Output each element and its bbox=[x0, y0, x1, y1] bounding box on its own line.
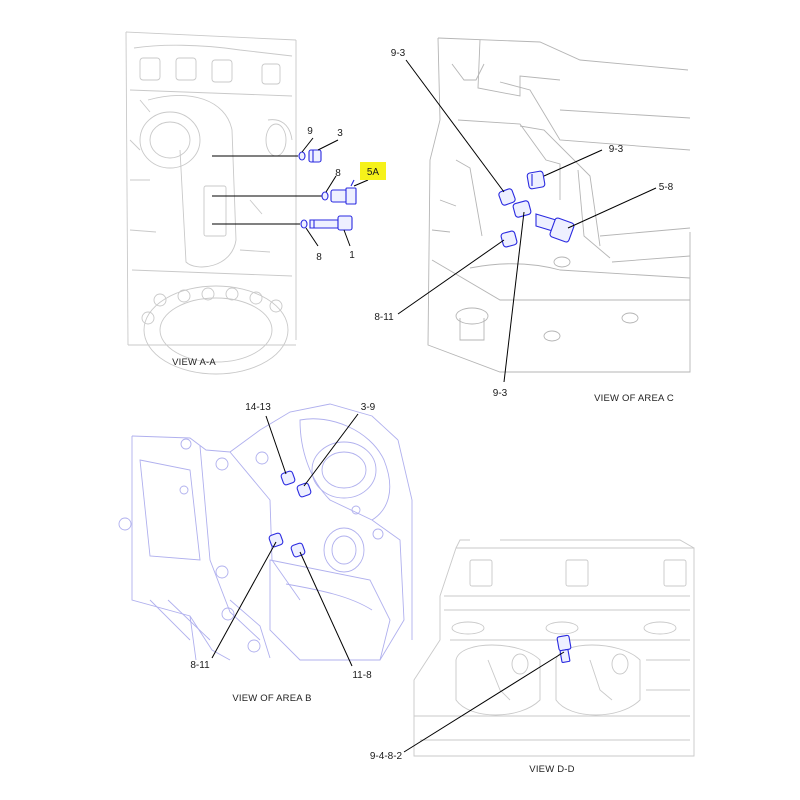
view-label-d-d: VIEW D-D bbox=[529, 764, 574, 775]
plug-14-13[interactable] bbox=[280, 470, 296, 486]
callout-b-14-13: 14-13 bbox=[245, 402, 271, 413]
callout-b-8-11: 8-11 bbox=[190, 660, 210, 671]
view-area-b-ghost-housing bbox=[118, 403, 413, 661]
callout-c-5-8: 5-8 bbox=[659, 182, 674, 193]
view-area-c-ghost-engine bbox=[427, 37, 691, 373]
callout-b-3-9: 3-9 bbox=[361, 402, 376, 413]
o-ring-seal-8-lower[interactable] bbox=[300, 219, 308, 229]
plug-3[interactable] bbox=[308, 149, 322, 163]
callout-b-11-8: 11-8 bbox=[352, 670, 372, 681]
callout-aa-1: 1 bbox=[349, 250, 355, 261]
sensor-9-4-8-2[interactable] bbox=[556, 634, 572, 663]
plug-9-3-upper-right[interactable] bbox=[526, 170, 546, 190]
view-a-a: 9 3 8 5A 8 1 VIEW A-A bbox=[125, 31, 386, 375]
callout-dd-9-4-8-2: 9-4-8-2 bbox=[370, 751, 403, 762]
view-a-a-ghost-engine bbox=[125, 31, 297, 375]
view-label-a-a: VIEW A-A bbox=[172, 357, 216, 368]
callout-aa-8-top: 8 bbox=[335, 168, 341, 179]
callout-aa-5a-highlight bbox=[360, 162, 386, 180]
callout-c-8-11: 8-11 bbox=[374, 312, 394, 323]
sensor-5a[interactable] bbox=[330, 179, 357, 205]
view-label-area-c: VIEW OF AREA C bbox=[594, 393, 674, 404]
plug-11-8[interactable] bbox=[290, 542, 306, 558]
sensor-5-8[interactable] bbox=[535, 213, 575, 243]
plug-8-11[interactable] bbox=[268, 532, 284, 548]
callout-aa-8-bottom: 8 bbox=[316, 252, 322, 263]
callout-c-9-3-top: 9-3 bbox=[391, 48, 406, 59]
callout-aa-9: 9 bbox=[307, 126, 313, 137]
sensor-1[interactable] bbox=[309, 215, 353, 231]
view-area-b: 14-13 3-9 8-11 11-8 VIEW OF AREA B bbox=[118, 402, 413, 704]
o-ring-seal-9[interactable] bbox=[298, 151, 306, 161]
callout-c-9-3-right: 9-3 bbox=[609, 144, 624, 155]
view-label-area-b: VIEW OF AREA B bbox=[232, 693, 311, 704]
plug-9-3-upper-left[interactable] bbox=[498, 188, 516, 206]
view-d-d-ghost-block bbox=[413, 539, 695, 757]
callout-aa-5a: 5A bbox=[367, 167, 380, 178]
plug-9-3-lower[interactable] bbox=[512, 200, 532, 218]
view-area-c: 9-3 9-3 5-8 8-11 9-3 VIEW OF AREA C bbox=[374, 37, 691, 404]
view-d-d: 9-4-8-2 VIEW D-D bbox=[370, 539, 695, 775]
o-ring-seal-8-upper[interactable] bbox=[321, 191, 329, 201]
callout-c-9-3-bottom: 9-3 bbox=[493, 388, 508, 399]
plug-3-9[interactable] bbox=[296, 482, 312, 498]
callout-aa-3: 3 bbox=[337, 128, 343, 139]
plug-8-11[interactable] bbox=[500, 230, 518, 248]
